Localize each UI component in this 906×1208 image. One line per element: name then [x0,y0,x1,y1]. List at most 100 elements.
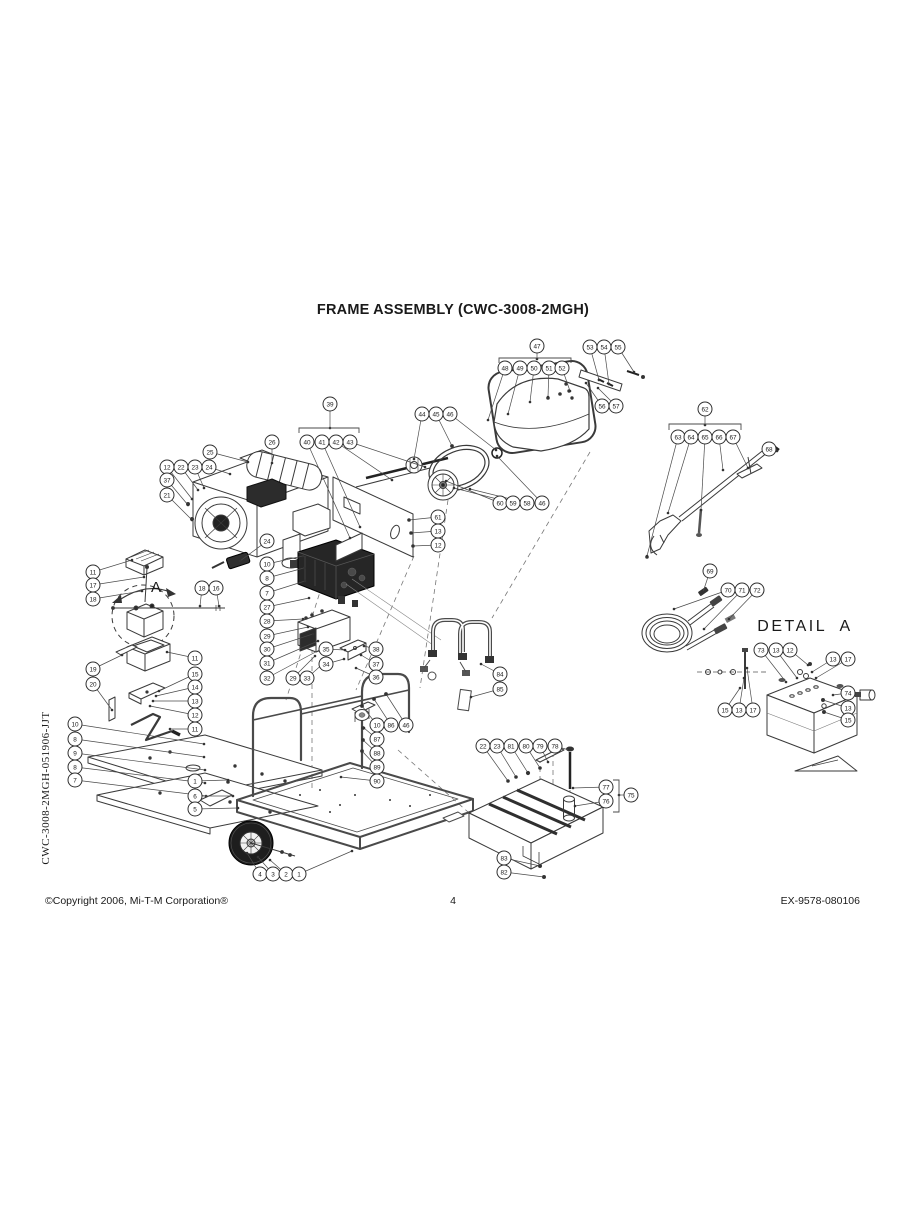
leader-dot [831,693,835,697]
callout-balloon-57: 57 [608,398,624,414]
callout-balloon-17: 17 [745,702,761,718]
leader-dot [313,654,317,658]
leader-dot [360,704,364,708]
callout-balloon-82: 82 [496,864,512,880]
spray-gun-drawing [645,443,780,559]
leader-dot [142,575,146,579]
callout-number: 63 [674,434,682,441]
callout-balloon-79: 79 [532,738,548,754]
callout-number: 33 [303,675,311,682]
leader-dot [495,454,499,458]
leader-dot [270,461,274,465]
callout-number: 89 [373,764,381,771]
leader-dot [311,632,315,636]
leader-dot [423,465,427,469]
callout-balloon-6: 6 [187,788,203,804]
leader-dot [479,662,483,666]
callout-number: 46 [402,722,410,729]
callout-number: 36 [372,674,380,681]
callout-number: 26 [268,439,276,446]
leader-line [335,441,393,481]
leader-line [149,705,196,716]
engine-drawing [186,449,331,569]
callout-number: 71 [738,587,746,594]
leader-dot [411,544,415,548]
wheel-drawing [228,820,296,866]
callout-number: 65 [701,434,709,441]
callout-balloon-42: 42 [328,434,344,450]
callout-balloon-44: 44 [414,406,430,422]
document-number: EX-9578-080106 [780,895,860,907]
callout-balloon-59: 59 [505,495,521,511]
callout-balloon-8: 8 [67,759,83,775]
callout-number: 41 [318,439,326,446]
leader-dot [546,760,550,764]
callout-balloon-7: 7 [259,585,275,601]
callout-number: 18 [198,585,206,592]
leader-dot [198,604,202,608]
leader-dot [372,697,376,701]
callout-balloon-53: 53 [582,339,598,355]
callout-balloon-47: 47 [529,338,545,354]
callout-balloon-51: 51 [541,360,557,376]
leader-line [266,640,319,664]
callout-balloon-73: 73 [753,642,769,658]
callout-number: 34 [322,661,330,668]
leader-line [266,633,314,650]
callout-balloon-8: 8 [259,570,275,586]
callout-number: 59 [509,500,517,507]
callout-number: 18 [89,596,97,603]
leader-dot [506,779,510,783]
leader-line [487,367,506,421]
callout-balloon-84: 84 [492,666,508,682]
leader-dot [360,749,364,753]
callout-number: 8 [265,575,269,582]
leader-dot [190,518,194,522]
leader-dot [514,775,518,779]
callout-number: 80 [522,743,530,750]
callout-number: 54 [600,344,608,351]
drive-belt-drawing [405,444,503,501]
callout-balloon-38: 38 [368,641,384,657]
callout-number: 12 [191,712,199,719]
leader-line [92,590,143,600]
callout-balloon-43: 43 [342,434,358,450]
leader-dot [361,738,365,742]
callout-number: 1 [297,871,301,878]
leader-dot [486,418,490,422]
leader-dot [301,617,305,621]
leader-dot [148,704,152,708]
callout-number: 30 [263,646,271,653]
callout-balloon-76: 76 [598,793,614,809]
leader-dot [699,508,703,512]
callout-balloon-29: 29 [285,670,301,686]
callout-number: 44 [418,411,426,418]
leader-line [703,589,743,630]
side-reference-label: CWC-3008-2MGH-051906-JJT [40,711,52,865]
callout-number: 13 [844,705,852,712]
callout-balloon-15: 15 [717,702,733,718]
callout-number: 51 [545,365,553,372]
leader-dot [672,607,676,611]
callout-balloon-46: 46 [442,406,458,422]
leader-dot [246,460,250,464]
callout-balloon-13: 13 [768,642,784,658]
leader-dot [203,781,207,785]
callout-balloon-90: 90 [369,773,385,789]
callout-number: 61 [434,514,442,521]
leader-dot [746,466,750,470]
callout-number: 57 [612,403,620,410]
leader-dot [412,457,416,461]
leader-dot [190,497,194,501]
callout-balloon-54: 54 [596,339,612,355]
callout-number: 24 [205,464,213,471]
leader-dot [526,771,530,775]
callout-balloon-17: 17 [85,577,101,593]
callout-number: 77 [602,784,610,791]
leader-dot [157,689,161,693]
callout-number: 70 [724,587,732,594]
leader-dot [806,663,810,667]
leader-dot [302,566,306,570]
leader-dot [151,699,155,703]
